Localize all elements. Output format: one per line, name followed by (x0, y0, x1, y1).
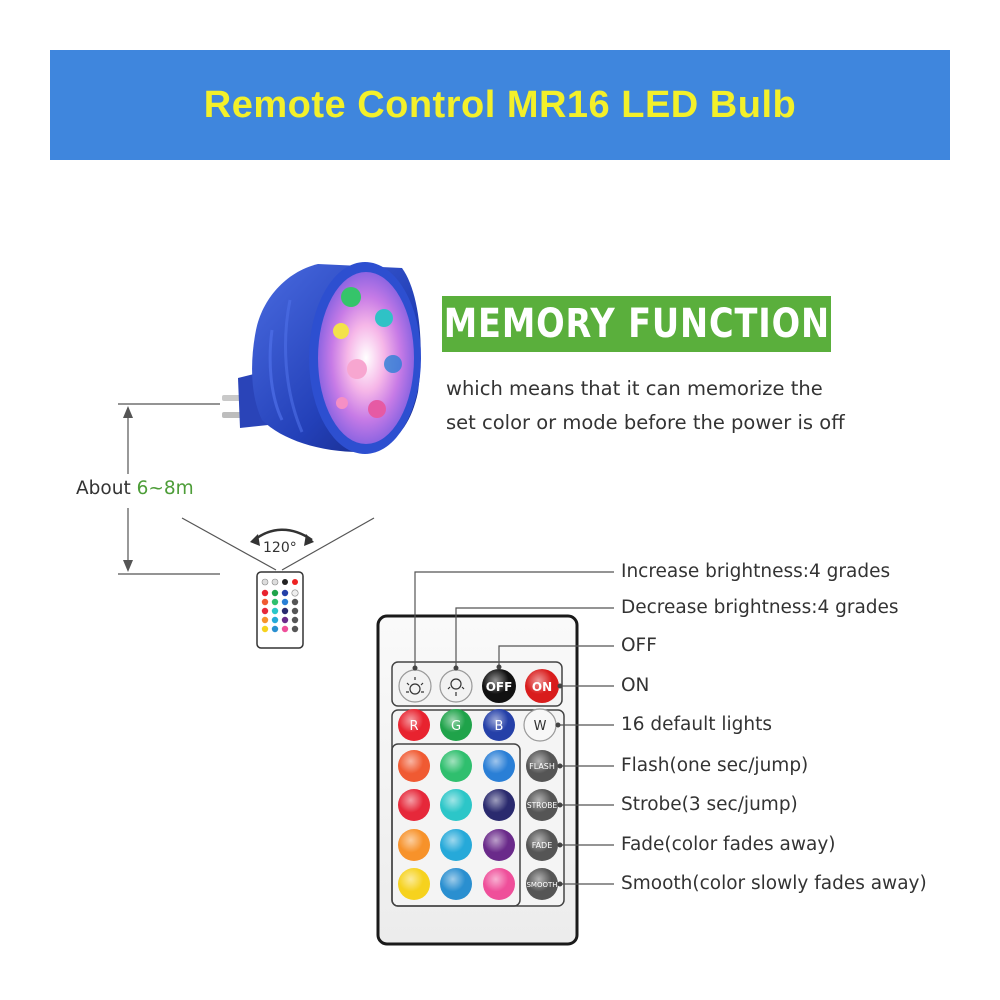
color-button-r5-c3[interactable] (483, 868, 515, 900)
remote-control: OFF ON R G B W FLASH STROBE FADE (376, 614, 579, 946)
flash-button[interactable]: FLASH (526, 750, 558, 782)
distance-label: About 6~8m (76, 478, 194, 499)
on-button[interactable]: ON (525, 669, 559, 703)
distance-prefix: About (76, 478, 137, 499)
color-button-r5-c1[interactable] (398, 868, 430, 900)
callout-fade: Fade(color fades away) (621, 834, 836, 855)
callout-increase-brightness: Increase brightness:4 grades (621, 561, 891, 582)
off-button[interactable]: OFF (482, 669, 516, 703)
color-button-r4-c3[interactable] (483, 829, 515, 861)
color-button-r3-c1[interactable] (398, 789, 430, 821)
color-key-label-3: B (495, 719, 504, 734)
color-button-r1-c2[interactable]: G (440, 709, 472, 741)
callout-strobe: Strobe(3 sec/jump) (621, 794, 798, 815)
header-banner: Remote Control MR16 LED Bulb (50, 50, 950, 160)
color-key-label-2: G (451, 719, 461, 734)
distance-dimension (118, 403, 220, 575)
memory-function-description: which means that it can memorize the set… (446, 372, 845, 440)
callout-smooth: Smooth(color slowly fades away) (621, 873, 927, 894)
strobe-button-label: STROBE (527, 801, 558, 810)
white-button[interactable]: W (523, 708, 557, 742)
smooth-button[interactable]: SMOOTH (526, 868, 558, 900)
page-title: Remote Control MR16 LED Bulb (203, 83, 797, 126)
callout-default-lights: 16 default lights (621, 714, 773, 735)
callout-flash: Flash(one sec/jump) (621, 755, 809, 776)
brightness-up-button[interactable] (398, 669, 432, 703)
color-button-r4-c2[interactable] (440, 829, 472, 861)
small-remote-image (256, 571, 304, 649)
memory-desc-line-1: which means that it can memorize the (446, 377, 823, 400)
memory-desc-line-2: set color or mode before the power is of… (446, 411, 845, 434)
callout-decrease-brightness: Decrease brightness:4 grades (621, 597, 899, 618)
color-key-label-1: R (409, 719, 418, 734)
strobe-button[interactable]: STROBE (526, 789, 558, 821)
flash-button-label: FLASH (529, 762, 555, 771)
color-button-r1-c1[interactable]: R (398, 709, 430, 741)
memory-function-badge: MEMORY FUNCTION (442, 296, 831, 352)
distance-value: 6~8m (136, 478, 194, 499)
callout-on: ON (621, 675, 650, 696)
callout-dots (412, 664, 563, 887)
mr16-bulb-image (222, 262, 421, 454)
white-button-label: W (534, 719, 547, 734)
on-button-label: ON (532, 680, 552, 694)
fade-button[interactable]: FADE (526, 829, 558, 861)
angle-indicator (181, 517, 375, 571)
off-button-label: OFF (486, 680, 513, 694)
callout-off: OFF (621, 635, 657, 656)
color-button-r3-c2[interactable] (440, 789, 472, 821)
color-button-r5-c2[interactable] (440, 868, 472, 900)
fade-button-label: FADE (532, 841, 553, 850)
color-button-r4-c1[interactable] (398, 829, 430, 861)
memory-function-title: MEMORY FUNCTION (443, 301, 830, 347)
angle-label: 120° (263, 540, 297, 556)
color-button-r2-c1[interactable] (398, 750, 430, 782)
callout-leaders (414, 571, 614, 885)
smooth-button-label: SMOOTH (526, 881, 557, 889)
color-button-r3-c3[interactable] (483, 789, 515, 821)
brightness-down-button[interactable] (439, 669, 473, 703)
color-button-r1-c3[interactable]: B (483, 709, 515, 741)
color-button-r2-c2[interactable] (440, 750, 472, 782)
color-button-r2-c3[interactable] (483, 750, 515, 782)
